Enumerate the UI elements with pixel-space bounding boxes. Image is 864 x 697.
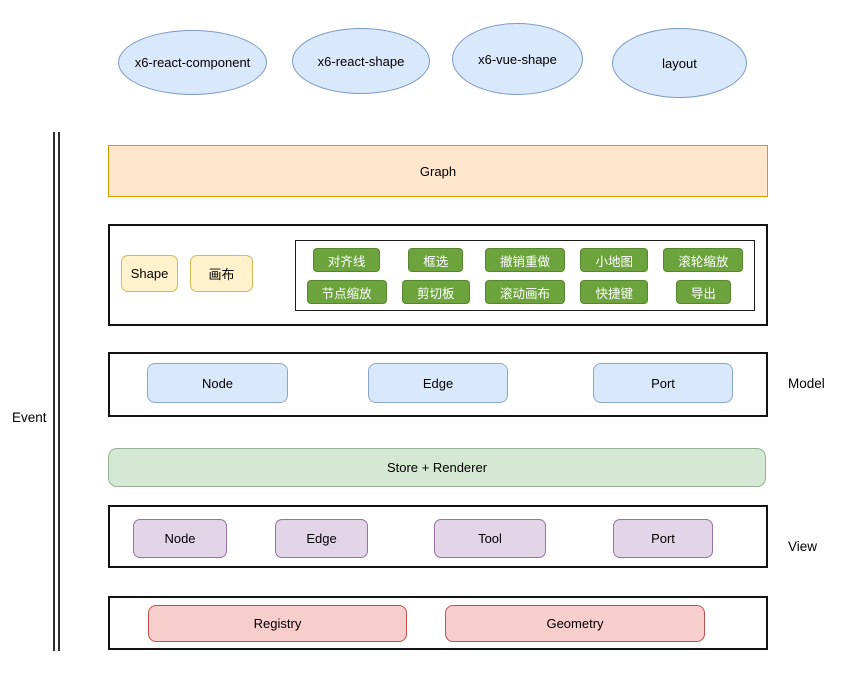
geometry-box: Geometry [445, 605, 705, 642]
ellipse-label: x6-react-component [134, 55, 251, 70]
shape-box-label: Shape [130, 266, 169, 281]
plugin-button-clipboard: 剪切板 [402, 280, 470, 304]
plugin-button-minimap: 小地图 [580, 248, 648, 272]
canvas-box-label: 画布 [208, 267, 235, 282]
ellipse-x6-react-component: x6-react-component [118, 30, 267, 95]
plugin-button-selection: 框选 [408, 248, 464, 272]
plugins-panel: 对齐线 框选 撤销重做 小地图 滚轮缩放 节点缩放 剪切板 滚动画布 快捷键 导… [295, 240, 755, 311]
view-tool-box: Tool [434, 519, 546, 558]
event-axis-line-outer [53, 132, 55, 651]
plugin-button-undo-redo: 撤销重做 [484, 248, 565, 272]
base-section: Registry Geometry [108, 596, 768, 650]
ellipse-x6-vue-shape: x6-vue-shape [452, 23, 583, 95]
view-port-box: Port [613, 519, 713, 558]
plugin-button-export: 导出 [675, 280, 731, 304]
graph-bar-label: Graph [419, 163, 457, 179]
shape-box: Shape [121, 255, 178, 292]
store-renderer-bar: Store + Renderer [108, 448, 766, 487]
plugin-button-mousewheel: 滚轮缩放 [663, 248, 744, 272]
plugin-button-snapline: 对齐线 [312, 248, 381, 272]
graph-bar: Graph [108, 145, 768, 197]
model-node-box: Node [147, 363, 288, 403]
plugin-button-node-resize: 节点缩放 [306, 280, 387, 304]
ellipse-layout: layout [612, 28, 747, 98]
ellipse-label: x6-vue-shape [478, 51, 557, 67]
view-node-box: Node [133, 519, 227, 558]
event-axis-label: Event [12, 410, 47, 425]
plugins-section: Shape 画布 对齐线 框选 撤销重做 小地图 滚轮缩放 节点缩放 剪切板 滚… [108, 224, 768, 326]
registry-box: Registry [148, 605, 407, 642]
ellipse-label: layout [662, 55, 697, 71]
plugin-button-keyboard: 快捷键 [580, 280, 648, 304]
model-port-box: Port [593, 363, 733, 403]
model-edge-box: Edge [368, 363, 508, 403]
model-section: Node Edge Port [108, 352, 768, 417]
plugin-button-scroller: 滚动画布 [484, 280, 565, 304]
event-axis-line-inner [58, 132, 60, 651]
ellipse-x6-react-shape: x6-react-shape [292, 28, 430, 94]
ellipse-label: x6-react-shape [317, 53, 405, 69]
store-renderer-label: Store + Renderer [386, 460, 488, 475]
model-section-label: Model [788, 376, 825, 391]
view-section-label: View [788, 539, 818, 554]
view-section: Node Edge Tool Port [108, 505, 768, 568]
view-edge-box: Edge [275, 519, 368, 558]
canvas-box: 画布 [190, 255, 253, 292]
